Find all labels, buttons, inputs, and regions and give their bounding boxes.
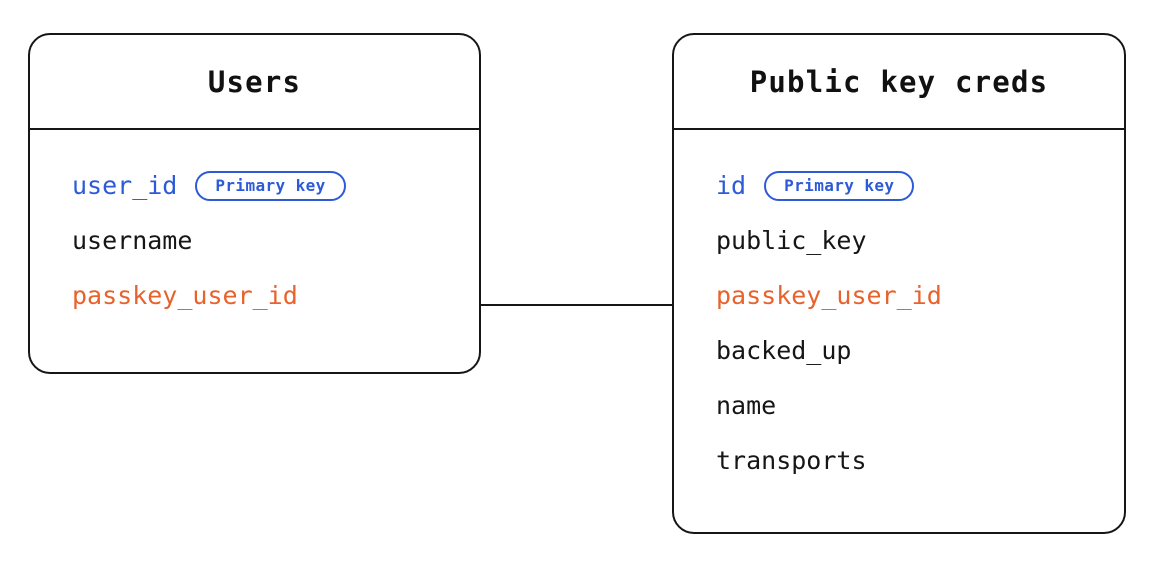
field-row[interactable]: username (30, 213, 479, 268)
field-row[interactable]: id Primary key (674, 158, 1124, 213)
field-name-public_key: public_key (716, 226, 867, 255)
primary-key-badge: Primary key (195, 170, 346, 201)
entity-header-users: Users (30, 35, 479, 130)
field-name-name: name (716, 391, 777, 420)
entity-title-public_key_creds: Public key creds (749, 64, 1049, 99)
entity-header-public_key_creds: Public key creds (674, 35, 1124, 130)
field-name-user_id: user_id (72, 171, 178, 200)
field-row[interactable]: public_key (674, 213, 1124, 268)
field-name-passkey_user_id: passkey_user_id (716, 281, 942, 310)
primary-key-badge: Primary key (764, 170, 915, 201)
relationship-connector-users-to-public-key-creds (479, 304, 674, 306)
entity-title-users: Users (207, 64, 302, 99)
field-row[interactable]: name (674, 378, 1124, 433)
field-row[interactable]: passkey_user_id (30, 268, 479, 323)
field-name-transports: transports (716, 446, 867, 475)
field-name-backed_up: backed_up (716, 336, 852, 365)
field-row[interactable]: backed_up (674, 323, 1124, 378)
field-name-passkey_user_id: passkey_user_id (72, 281, 298, 310)
field-row[interactable]: passkey_user_id (674, 268, 1124, 323)
field-row[interactable]: user_id Primary key (30, 158, 479, 213)
field-name-username: username (72, 226, 193, 255)
field-name-id: id (716, 171, 747, 200)
field-row[interactable]: transports (674, 433, 1124, 488)
